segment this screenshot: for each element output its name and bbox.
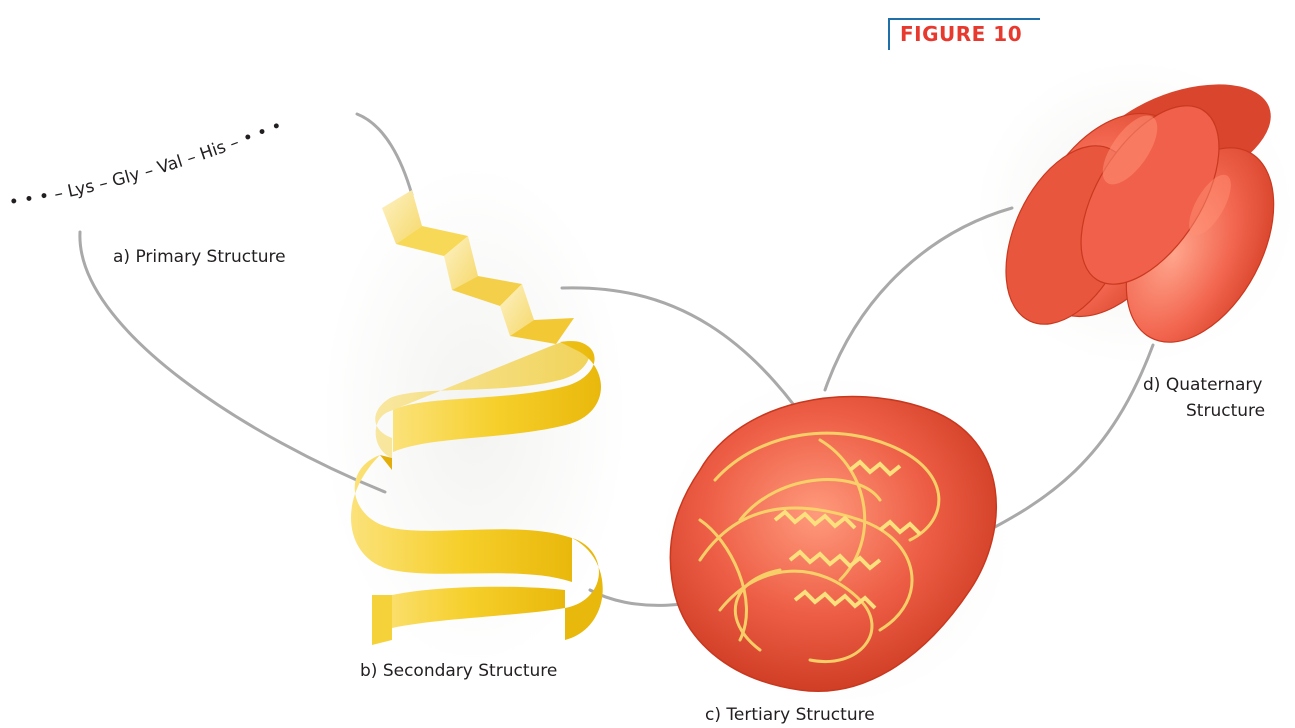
quaternary-caption-line1: d) Quaternary [1143, 374, 1262, 396]
secondary-caption: b) Secondary Structure [360, 660, 557, 682]
figure-tag: FIGURE 10 [888, 18, 1040, 50]
tertiary-caption: c) Tertiary Structure [705, 704, 875, 726]
figure-label: FIGURE 10 [900, 22, 1022, 46]
primary-sequence-text: • • • – Lys – Gly – Val – His – • • • [8, 116, 286, 213]
primary-sequence: • • • – Lys – Gly – Val – His – • • • [8, 116, 286, 213]
quaternary-caption-line2: Structure [1186, 400, 1265, 422]
primary-caption: a) Primary Structure [113, 246, 286, 268]
